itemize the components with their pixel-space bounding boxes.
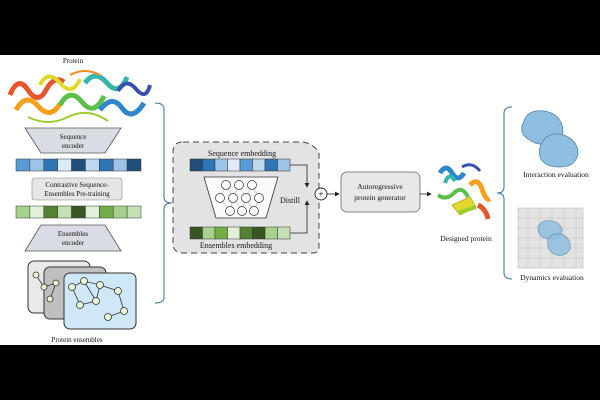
sequence-bar-cell xyxy=(29,158,45,172)
designed-protein-label: Designed protein xyxy=(440,234,492,243)
sequence-bar-cell xyxy=(43,158,58,172)
generator-label-2: protein generator xyxy=(354,193,406,202)
protein-ensembles-image xyxy=(27,260,137,330)
ensembles-embedding-bar-cell xyxy=(214,226,228,240)
ensembles-embedding-bar-cell xyxy=(202,226,216,240)
sequence-embedding-bar-cell xyxy=(214,158,228,172)
sequence-bar-cell xyxy=(126,158,142,172)
ensemble-bar-cell xyxy=(99,205,114,219)
dynamics-evaluation-label: Dynamics evaluation xyxy=(520,273,584,282)
ensemble-bar-cell xyxy=(126,205,142,219)
ensemble-bar-cell xyxy=(15,205,31,219)
sequence-bar-cell xyxy=(99,158,114,172)
contrastive-label-1: Contrastive Sequence- xyxy=(45,181,109,189)
ensembles-embedding-bar-cell xyxy=(252,226,266,240)
sequence-embedding-bar-cell xyxy=(264,158,278,172)
protein-label: Protein xyxy=(63,57,84,65)
sequence-bar-cell xyxy=(15,158,31,172)
distill-label: Distill xyxy=(280,196,301,205)
ensembles-embedding-bar-cell xyxy=(227,226,241,240)
ensembles-encoder-shape xyxy=(24,224,122,252)
left-bracket xyxy=(154,102,173,304)
network-nodes xyxy=(215,180,264,216)
ensembles-embedding-label: Ensembles embedding xyxy=(200,241,272,250)
protein-structure-image xyxy=(7,70,152,123)
sequence-embedding-bar-cell xyxy=(277,158,291,172)
sequence-bar xyxy=(15,158,142,172)
ensemble-bar-cell xyxy=(71,205,86,219)
sequence-encoder-label-2: encoder xyxy=(62,142,85,150)
dynamics-evaluation-image xyxy=(517,207,584,269)
generator-box xyxy=(340,171,421,213)
contrastive-pretraining-box xyxy=(31,177,123,201)
ensembles-embedding-bar-cell xyxy=(239,226,253,240)
ensembles-encoder-label-1: Ensembles xyxy=(58,230,89,238)
sequence-bar-cell xyxy=(57,158,72,172)
sequence-bar-cell xyxy=(85,158,100,172)
ensembles-embedding-bar-cell xyxy=(189,226,203,240)
sequence-bar-cell xyxy=(71,158,86,172)
ensemble-bar-cell xyxy=(29,205,45,219)
ensemble-bar-cell xyxy=(112,205,128,219)
contrastive-label-2: Ensembles Pre-training xyxy=(44,190,110,198)
ensembles-embedding-bar xyxy=(189,226,291,240)
plus-glyph: + xyxy=(318,190,324,201)
sequence-embedding-bar-cell xyxy=(189,158,203,172)
sequence-embedding-label: Sequence embedding xyxy=(208,149,276,158)
sequence-embedding-bar xyxy=(189,158,291,172)
ensemble-connector xyxy=(290,200,310,234)
sequence-embedding-bar-cell xyxy=(252,158,266,172)
ensembles-embedding-bar-cell xyxy=(264,226,278,240)
generator-label-1: Autoregressive xyxy=(357,182,403,191)
ensembles-encoder-label-2: encoder xyxy=(62,239,85,247)
sequence-embedding-bar-cell xyxy=(239,158,253,172)
sequence-bar-cell xyxy=(112,158,128,172)
protein-ensembles-label: Protein ensembles xyxy=(51,336,102,344)
sequence-connector xyxy=(290,164,310,188)
designed-protein-image xyxy=(436,163,492,220)
ensemble-bar-cell xyxy=(57,205,72,219)
diagram-svg: Protein Sequence encoder Contrastive Seq… xyxy=(7,57,589,344)
ensemble-bar xyxy=(15,205,142,219)
interaction-evaluation-label: Interaction evaluation xyxy=(523,170,589,179)
interaction-evaluation-image xyxy=(521,110,579,168)
ensemble-bar-cell xyxy=(43,205,58,219)
diagram-panel: Protein Sequence encoder Contrastive Seq… xyxy=(0,55,600,345)
sequence-encoder-shape xyxy=(24,127,122,154)
sequence-encoder-label-1: Sequence xyxy=(60,133,87,141)
ensemble-bar-cell xyxy=(85,205,100,219)
right-bracket xyxy=(496,106,513,280)
sequence-embedding-bar-cell xyxy=(227,158,241,172)
sequence-embedding-bar-cell xyxy=(202,158,216,172)
ensembles-embedding-bar-cell xyxy=(277,226,291,240)
